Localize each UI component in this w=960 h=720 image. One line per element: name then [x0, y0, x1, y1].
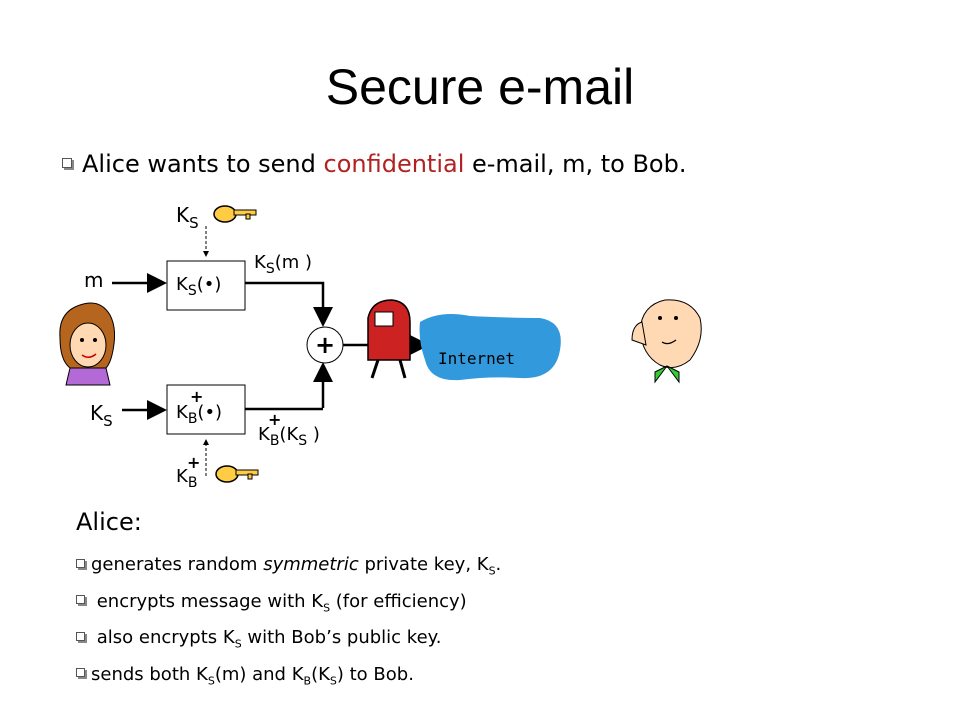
bob-figure [631, 299, 702, 384]
internet-label: Internet [438, 349, 515, 368]
slide-title: Secure e-mail [325, 59, 635, 115]
ks-m-label: KS(m ) [254, 252, 312, 277]
step-4-sub-1: S [207, 674, 215, 688]
encrypt-kb-label: KB(•) [176, 402, 222, 427]
step-1-text: generates random [91, 554, 264, 575]
key-kb-icon [215, 465, 259, 483]
square-bullet-icon [76, 631, 85, 641]
alice-figure [59, 302, 116, 386]
key-ks-label: KS [176, 203, 199, 232]
step-2: encrypts message with KS (for efficiency… [76, 587, 501, 624]
step-2-text-b: (for efficiency) [330, 590, 467, 612]
step-4: sends both KS(m) and KB(KS) to Bob. [76, 660, 501, 697]
key-kb-label: KB [176, 466, 197, 491]
internet-cloud [419, 314, 561, 381]
step-3-text-b: with Bob’s public key. [241, 627, 442, 649]
intro-bullet: Alice wants to send confidential e-mail,… [62, 150, 686, 178]
ks-input-label: KS [90, 401, 113, 430]
step-1-text-c: . [495, 554, 502, 575]
intro-text-end: e-mail, m, to Bob. [464, 150, 687, 178]
step-4-sub-3: S [329, 674, 337, 688]
step-1-text-b: private key, K [358, 554, 489, 575]
step-2-sub: S [323, 601, 331, 615]
kb-ks-label: KB(KS ) [258, 424, 320, 449]
step-4-sub-2: B [303, 674, 312, 688]
step-3-text: also encrypts K [91, 627, 235, 649]
step-2-text: encrypts message with K [91, 590, 324, 612]
step-3-sub: S [234, 637, 242, 651]
square-bullet-icon [76, 558, 85, 568]
step-4-text: sends both K [91, 663, 208, 685]
intro-text: Alice wants to send [82, 150, 324, 178]
symmetric-word: symmetric [263, 554, 359, 575]
kb-plus-sup: + [190, 387, 203, 406]
alice-steps-list: generates random symmetric private key, … [76, 550, 501, 696]
kb-ks-plus-sup: + [268, 410, 281, 429]
step-1-sub: S [488, 564, 496, 578]
step-4-text-c: (K [311, 663, 330, 685]
square-bullet-icon [76, 668, 85, 678]
key-ks-icon [213, 205, 257, 223]
step-1: generates random symmetric private key, … [76, 550, 501, 587]
message-m-label: m [84, 268, 103, 292]
plus-sign: + [315, 331, 335, 359]
step-3: also encrypts KS with Bob’s public key. [76, 623, 501, 660]
step-4-text-b: (m) and K [214, 663, 304, 685]
alice-heading: Alice: [76, 508, 142, 536]
confidential-word: confidential [323, 150, 465, 178]
encrypt-ks-label: KS(•) [176, 274, 221, 299]
mailbox-icon [367, 299, 411, 379]
key-kb-plus-sup: + [187, 453, 200, 472]
encrypt-ks-box [166, 260, 246, 311]
step-4-text-d: ) to Bob. [336, 663, 414, 685]
ks-m-arrow [245, 281, 333, 327]
square-bullet-icon [76, 595, 85, 605]
square-bullet-icon [62, 158, 72, 168]
